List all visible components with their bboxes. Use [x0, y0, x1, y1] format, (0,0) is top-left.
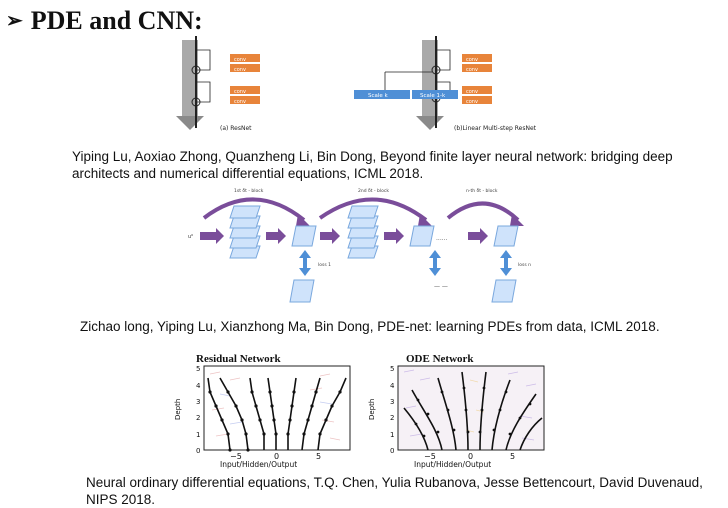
citation-2: Zichao long, Yiping Lu, Xianzhong Ma, Bi… [80, 319, 660, 334]
arrow-bullet-icon: ➢ [6, 10, 23, 32]
block2-stack [347, 205, 379, 259]
svg-text:3: 3 [390, 398, 394, 406]
svg-text:0: 0 [274, 452, 279, 461]
svg-text:1: 1 [196, 431, 200, 439]
scale-k-label: Scale k [368, 93, 389, 99]
citation-1: Yiping Lu, Aoxiao Zhong, Quanzheng Li, B… [72, 149, 673, 181]
svg-text:4: 4 [196, 382, 201, 390]
svg-text:Input/Hidden/Output: Input/Hidden/Output [414, 460, 491, 469]
block2-label: 2nd δt - block [358, 188, 389, 194]
ode-network-panel: ODE Network [368, 353, 545, 469]
svg-text:conv: conv [466, 89, 478, 95]
dots-label: ...... [436, 235, 448, 242]
resnet-vs-ode-figure: Residual Network [174, 353, 545, 469]
svg-text:Input/Hidden/Output: Input/Hidden/Output [220, 460, 297, 469]
svg-text:Depth: Depth [174, 399, 182, 420]
svg-text:0: 0 [468, 452, 473, 461]
resnet-left: conv conv conv conv (a) ResNet [176, 36, 260, 132]
residual-network-panel: Residual Network [174, 353, 351, 469]
svg-text:5: 5 [196, 365, 200, 373]
svg-text:0: 0 [196, 447, 200, 455]
svg-text:5: 5 [510, 452, 515, 461]
svg-text:conv: conv [466, 67, 478, 73]
svg-text:3: 3 [196, 398, 200, 406]
resnet-diagram: conv conv conv conv (a) ResNet Scale k S… [176, 36, 537, 132]
svg-text:conv: conv [466, 57, 478, 63]
slide-title: ➢ PDE and CNN: [6, 6, 203, 36]
block1-stack [229, 205, 261, 259]
svg-text:conv: conv [466, 99, 478, 105]
slide-title-text: PDE and CNN: [30, 6, 203, 35]
svg-text:2: 2 [196, 414, 200, 422]
svg-text:2: 2 [390, 414, 394, 422]
resnet-caption: (a) ResNet [220, 125, 252, 132]
svg-text:u⁰: u⁰ [188, 234, 193, 240]
svg-text:−5: −5 [424, 452, 436, 461]
lossn-label: loss n [518, 262, 531, 268]
svg-text:4: 4 [390, 382, 395, 390]
svg-text:— —: — — [434, 283, 448, 290]
residual-title: Residual Network [196, 353, 282, 365]
blockn-label: n-th δt - block [466, 188, 498, 194]
svg-text:conv: conv [234, 57, 246, 63]
svg-text:conv: conv [234, 99, 246, 105]
svg-text:5: 5 [316, 452, 321, 461]
linear-multistep-caption: (b)Linear Multi-step ResNet [454, 125, 537, 132]
svg-text:conv: conv [234, 89, 246, 95]
scale-1k-label: Scale 1-k [420, 93, 446, 99]
ode-title: ODE Network [406, 353, 474, 365]
svg-text:5: 5 [390, 365, 394, 373]
svg-text:0: 0 [390, 447, 394, 455]
svg-text:Depth: Depth [368, 399, 376, 420]
loss1-label: loss 1 [318, 262, 331, 268]
citation-3: Neural ordinary differential equations, … [86, 475, 703, 507]
linear-multistep-resnet: Scale k Scale 1-k conv conv conv conv (b… [354, 36, 537, 132]
svg-text:conv: conv [234, 67, 246, 73]
svg-text:1: 1 [390, 431, 394, 439]
block1-label: 1st δt - block [234, 188, 264, 194]
pde-net-diagram: 1st δt - block 2nd δt - block n-th δt - … [188, 188, 531, 303]
svg-text:−5: −5 [230, 452, 242, 461]
